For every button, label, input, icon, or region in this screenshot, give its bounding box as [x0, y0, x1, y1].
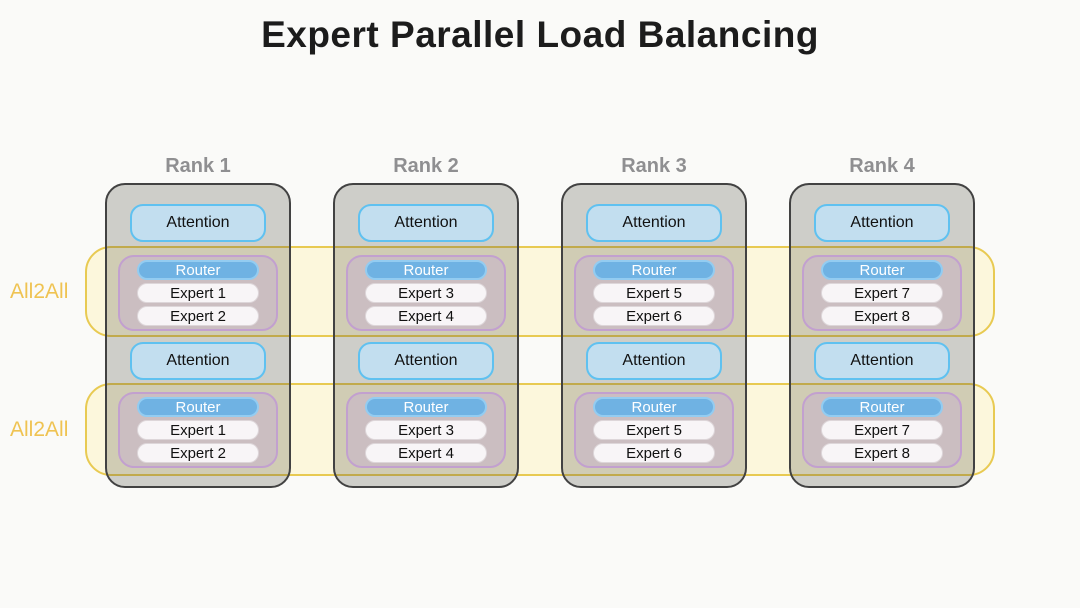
expert-pill: Expert 1 [137, 283, 259, 303]
moe-block: Router Expert 1 Expert 2 [118, 392, 278, 468]
router-pill: Router [365, 397, 487, 417]
attention-block: Attention [358, 204, 494, 242]
rank-box: Attention Router Expert 3 Expert 4 Atten… [333, 183, 519, 488]
expert-pill: Expert 2 [137, 443, 259, 463]
rank-box: Attention Router Expert 7 Expert 8 Atten… [789, 183, 975, 488]
moe-block: Router Expert 7 Expert 8 [802, 392, 962, 468]
expert-pill: Expert 3 [365, 420, 487, 440]
attention-block: Attention [814, 342, 950, 380]
attention-block: Attention [130, 342, 266, 380]
moe-block: Router Expert 5 Expert 6 [574, 255, 734, 331]
router-pill: Router [593, 397, 715, 417]
expert-pill: Expert 8 [821, 443, 943, 463]
router-pill: Router [137, 260, 259, 280]
rank-column-4: Rank 4 Attention Router Expert 7 Expert … [789, 155, 975, 488]
rank-column-1: Rank 1 Attention Router Expert 1 Expert … [105, 155, 291, 488]
router-pill: Router [593, 260, 715, 280]
rank-column-2: Rank 2 Attention Router Expert 3 Expert … [333, 155, 519, 488]
router-pill: Router [365, 260, 487, 280]
expert-pill: Expert 4 [365, 306, 487, 326]
rank-column-3: Rank 3 Attention Router Expert 5 Expert … [561, 155, 747, 488]
router-pill: Router [821, 397, 943, 417]
all2all-label-2: All2All [10, 417, 69, 441]
attention-block: Attention [358, 342, 494, 380]
expert-pill: Expert 6 [593, 306, 715, 326]
page-title: Expert Parallel Load Balancing [261, 14, 819, 55]
moe-block: Router Expert 7 Expert 8 [802, 255, 962, 331]
attention-block: Attention [814, 204, 950, 242]
expert-pill: Expert 7 [821, 283, 943, 303]
router-pill: Router [821, 260, 943, 280]
expert-pill: Expert 3 [365, 283, 487, 303]
attention-block: Attention [586, 204, 722, 242]
expert-pill: Expert 2 [137, 306, 259, 326]
attention-block: Attention [130, 204, 266, 242]
rank-label: Rank 2 [393, 155, 459, 177]
attention-block: Attention [586, 342, 722, 380]
rank-label: Rank 3 [621, 155, 687, 177]
expert-pill: Expert 4 [365, 443, 487, 463]
moe-block: Router Expert 3 Expert 4 [346, 392, 506, 468]
rank-label: Rank 4 [849, 155, 915, 177]
rank-box: Attention Router Expert 1 Expert 2 Atten… [105, 183, 291, 488]
moe-block: Router Expert 5 Expert 6 [574, 392, 734, 468]
expert-pill: Expert 1 [137, 420, 259, 440]
router-pill: Router [137, 397, 259, 417]
expert-pill: Expert 7 [821, 420, 943, 440]
expert-pill: Expert 5 [593, 420, 715, 440]
rank-box: Attention Router Expert 5 Expert 6 Atten… [561, 183, 747, 488]
all2all-label-1: All2All [10, 279, 69, 303]
moe-block: Router Expert 3 Expert 4 [346, 255, 506, 331]
expert-pill: Expert 5 [593, 283, 715, 303]
expert-pill: Expert 6 [593, 443, 715, 463]
expert-pill: Expert 8 [821, 306, 943, 326]
rank-label: Rank 1 [165, 155, 231, 177]
moe-block: Router Expert 1 Expert 2 [118, 255, 278, 331]
